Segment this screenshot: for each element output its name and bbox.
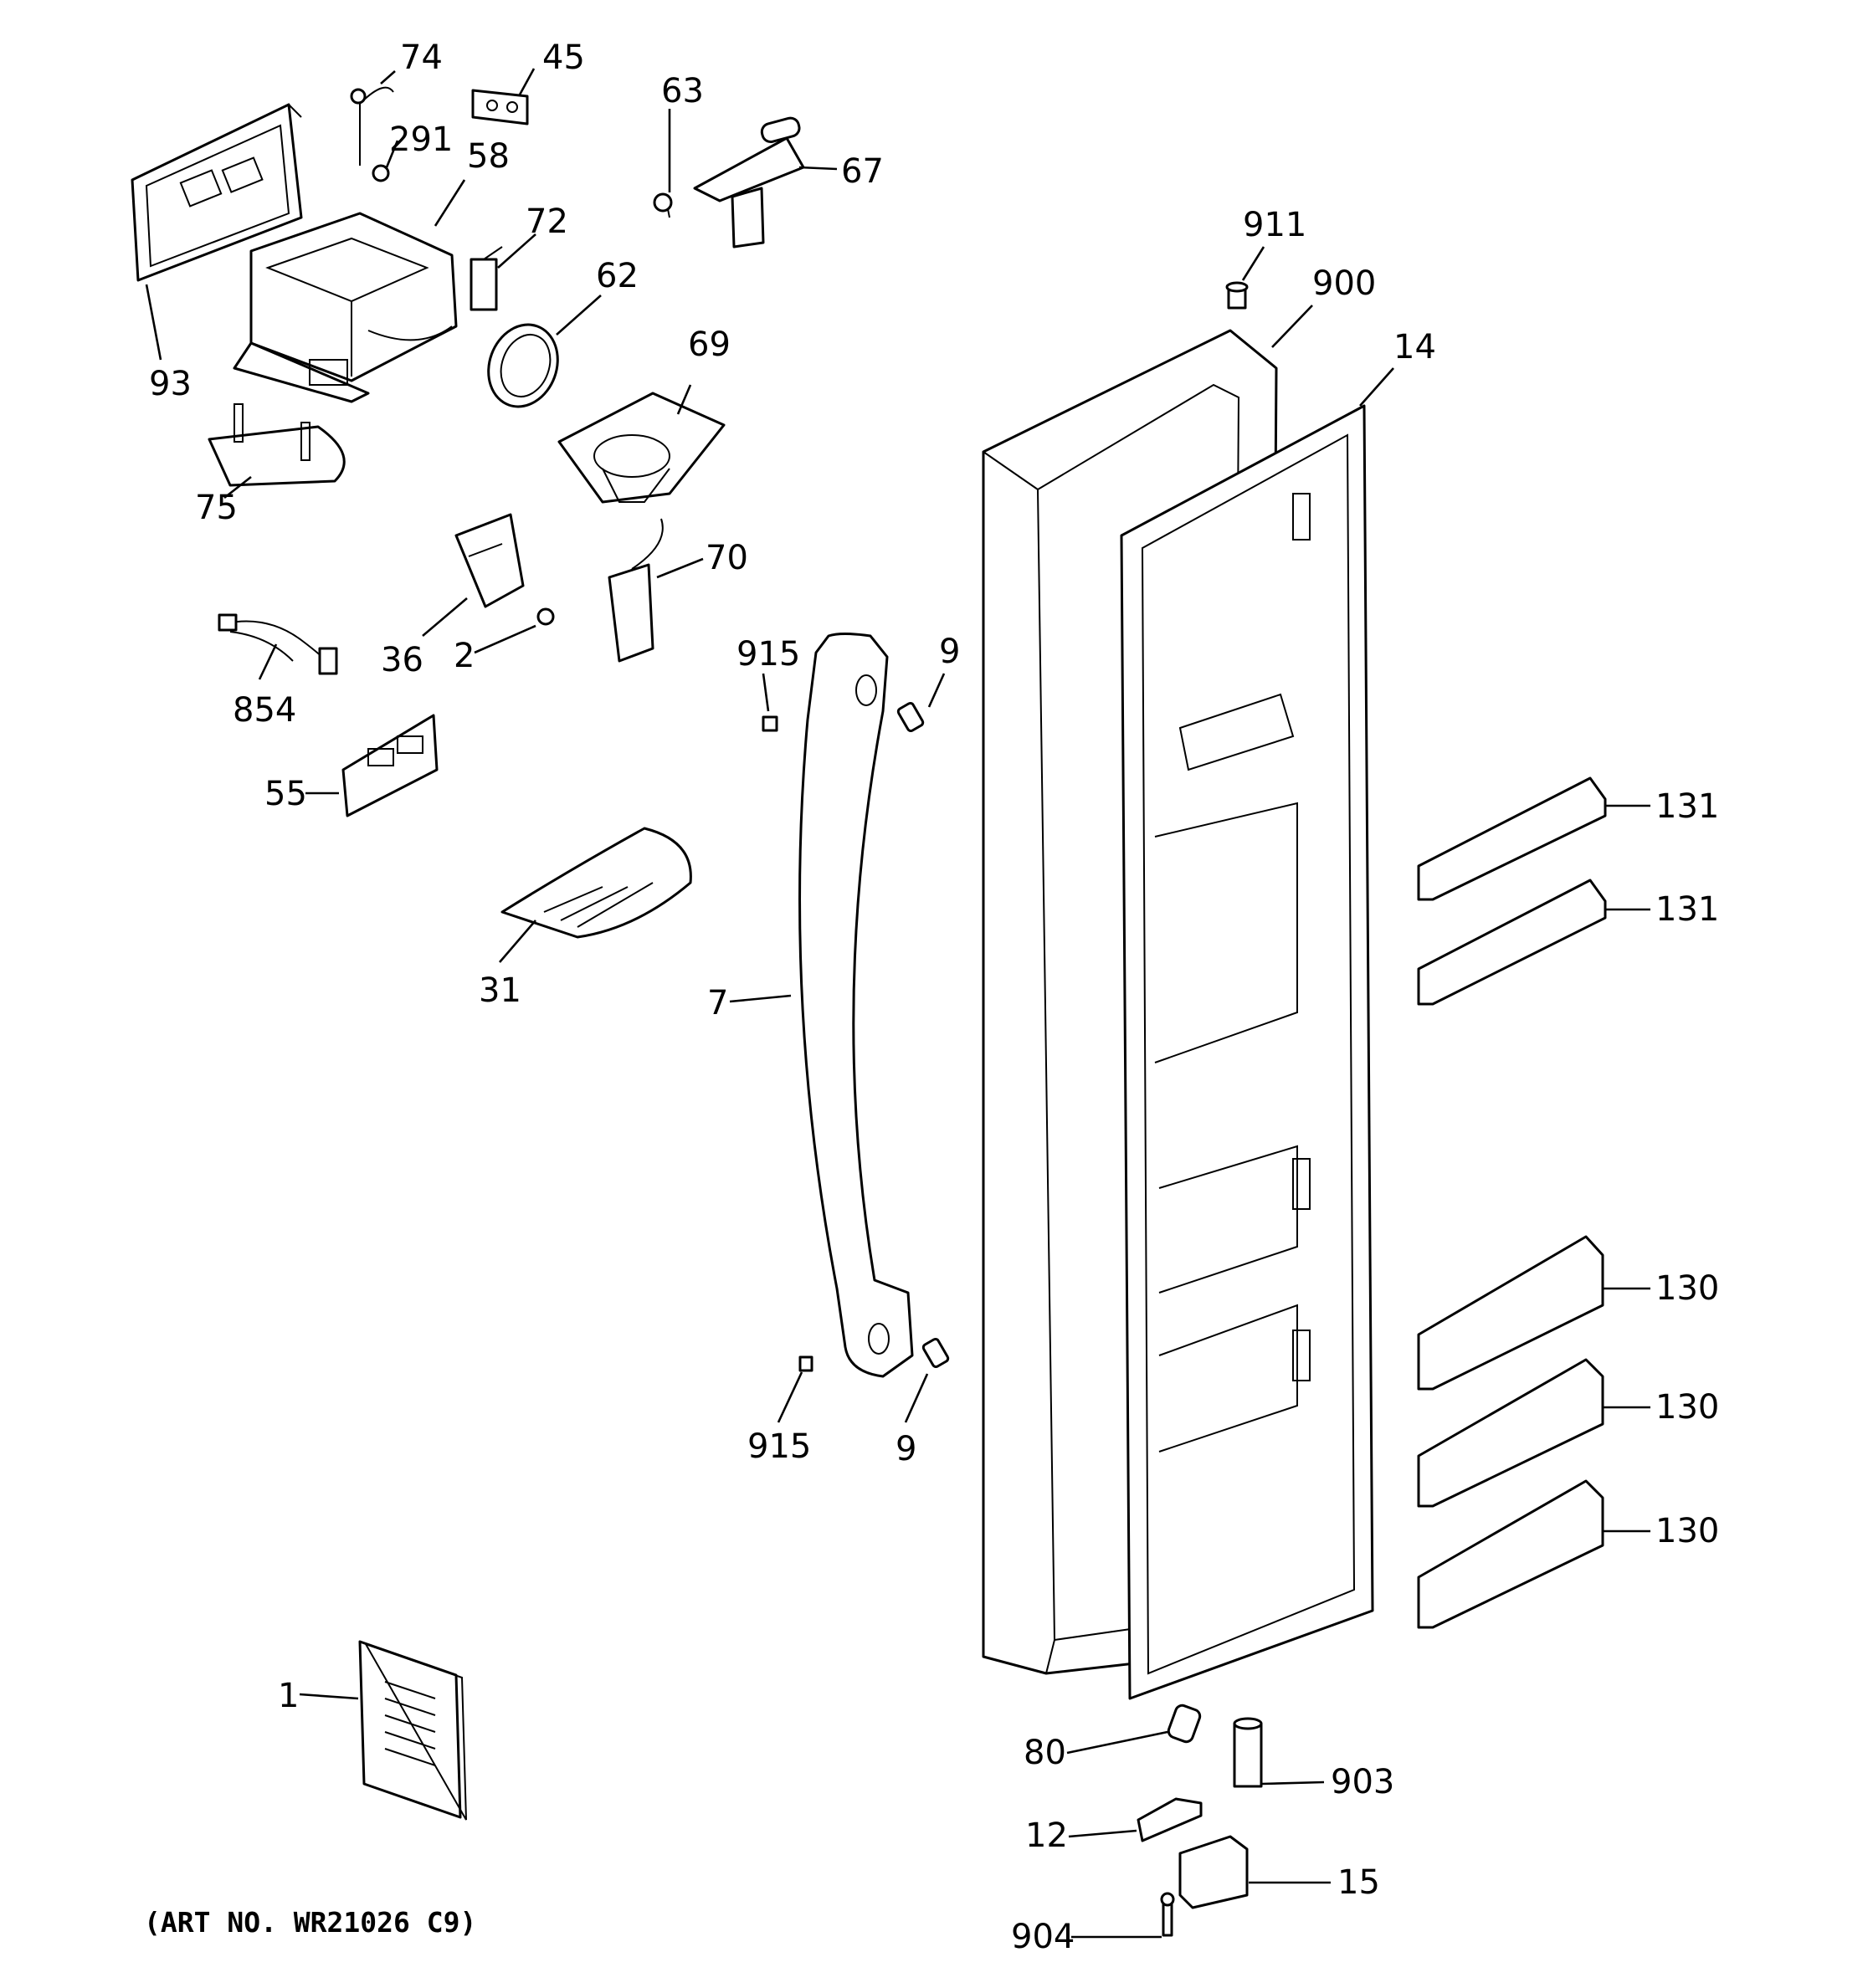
part-63-spring: [653, 192, 673, 218]
callout-7: 7: [707, 984, 728, 1022]
callout-69: 69: [688, 325, 731, 364]
callout-62: 62: [596, 257, 639, 295]
part-69-funnel: [557, 392, 726, 504]
part-67-lever-arm: [693, 116, 805, 248]
part-291-screw: [372, 164, 390, 182]
part-903-hinge-pin: [1233, 1717, 1263, 1788]
part-74-spring: [350, 86, 394, 166]
part-9-stud-top: [896, 701, 925, 733]
part-80-bushing: [1167, 1704, 1202, 1744]
part-93-control-panel: [131, 103, 303, 282]
part-130-bin-3: [1417, 1479, 1604, 1629]
callout-904: 904: [1011, 1918, 1075, 1956]
callout-45: 45: [542, 38, 585, 77]
callout-55: 55: [264, 775, 307, 813]
callout-67: 67: [841, 152, 884, 191]
callout-14: 14: [1393, 328, 1436, 366]
callout-80: 80: [1024, 1734, 1066, 1772]
callout-130-2: 130: [1655, 1388, 1719, 1427]
callout-903: 903: [1331, 1763, 1394, 1801]
leader-lines: [145, 68, 1650, 1939]
callout-72: 72: [526, 202, 568, 241]
part-55-circuit-board: [341, 714, 439, 817]
callout-854: 854: [233, 691, 296, 730]
callout-12: 12: [1025, 1816, 1068, 1855]
part-75-tray: [208, 403, 346, 487]
part-131-bin-upper: [1417, 776, 1607, 901]
art-number-label: (ART NO. WR21026 C9): [144, 1906, 477, 1939]
callout-911: 911: [1243, 206, 1306, 244]
callout-131-lower: 131: [1655, 890, 1719, 929]
part-904-screw: [1160, 1892, 1175, 1937]
part-2-screw: [536, 607, 555, 626]
part-131-bin-lower: [1417, 879, 1607, 1006]
part-70-paddle: [608, 518, 664, 663]
part-36-bracket: [454, 513, 525, 608]
part-130-bin-1: [1417, 1235, 1604, 1391]
part-915-set-screw-top: [762, 715, 778, 732]
part-45-bracket: [471, 89, 529, 126]
callout-900: 900: [1312, 264, 1376, 303]
callout-58: 58: [467, 137, 510, 176]
callout-labels: 74 45 63 291 58 67 72 62 93 69 75 70 36 …: [149, 38, 1719, 1956]
part-915-set-screw-bottom: [798, 1355, 813, 1372]
part-9-stud-bottom: [921, 1337, 950, 1369]
callout-75: 75: [195, 489, 238, 527]
part-12-shim: [1137, 1797, 1203, 1842]
part-1-literature: [358, 1640, 467, 1821]
door-liner-detail: [1154, 493, 1311, 1453]
callout-130-1: 130: [1655, 1269, 1719, 1308]
part-14-door-gasket: [1120, 404, 1374, 1700]
callout-15: 15: [1337, 1863, 1380, 1902]
callout-291: 291: [389, 120, 453, 159]
callout-9-bottom: 9: [896, 1430, 916, 1468]
callout-93: 93: [149, 365, 192, 403]
callout-74: 74: [400, 38, 443, 77]
part-911-plug: [1225, 281, 1249, 310]
part-31-drip-grille: [500, 827, 692, 939]
callout-130-3: 130: [1655, 1512, 1719, 1550]
part-130-bin-2: [1417, 1358, 1604, 1508]
callout-70: 70: [706, 539, 748, 577]
callout-915-top: 915: [736, 635, 800, 674]
part-62-ring: [487, 323, 559, 408]
callout-2: 2: [454, 637, 475, 675]
part-7-door-handle: [798, 633, 914, 1378]
callout-915-bottom: 915: [747, 1427, 811, 1466]
callout-1: 1: [278, 1677, 299, 1715]
callout-63: 63: [661, 72, 704, 110]
part-58-dispenser-housing: [233, 212, 458, 403]
callout-36: 36: [381, 641, 423, 679]
callout-9-top: 9: [939, 633, 960, 671]
part-72-switch: [470, 246, 503, 311]
callout-31: 31: [479, 971, 521, 1010]
part-15-hinge-bracket: [1178, 1835, 1249, 1909]
callout-131-upper: 131: [1655, 787, 1719, 826]
part-854-wire-harness: [218, 613, 338, 675]
